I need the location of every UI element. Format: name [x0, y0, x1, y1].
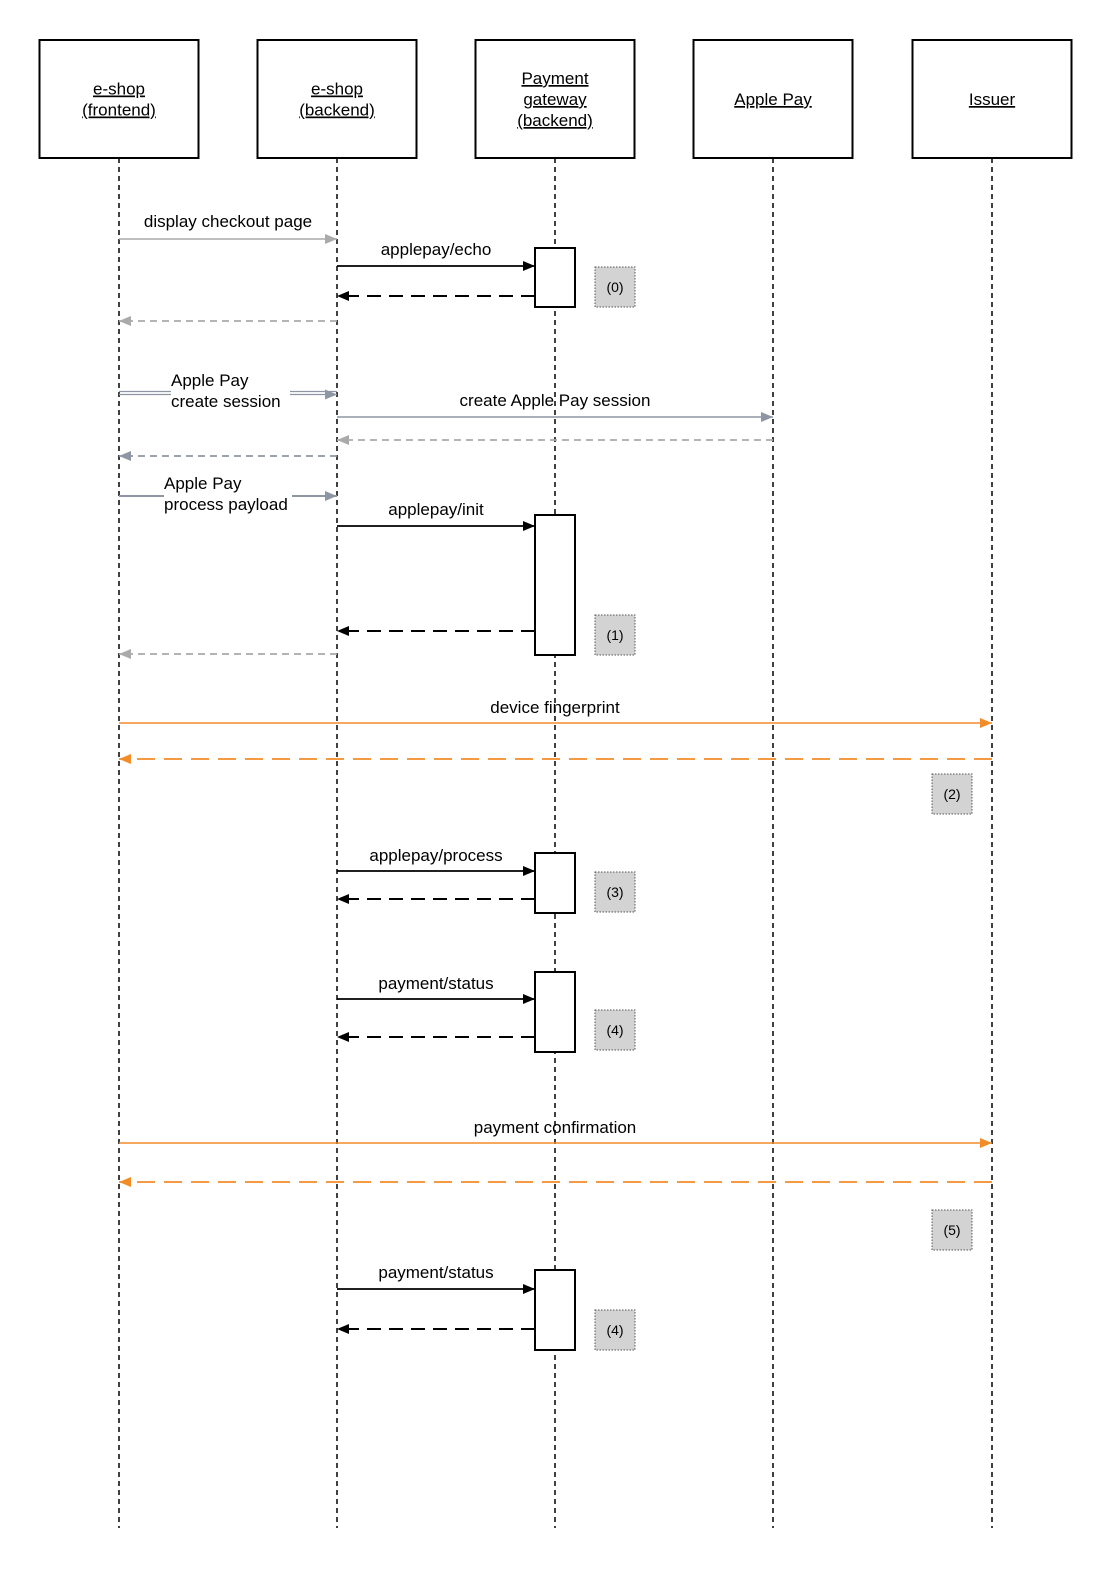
message-arrow: applepay/echo [337, 240, 535, 271]
message-label: payment/status [378, 1263, 493, 1282]
message-arrow: payment/status [337, 1263, 535, 1294]
message-arrow: Apple Pay process payload [119, 474, 337, 514]
note-label: (2) [943, 786, 960, 802]
message-arrow: payment/status [337, 974, 535, 1004]
message-label: applepay/init [388, 500, 484, 519]
participant-backend: e-shop (backend) [256, 39, 418, 159]
note-label: (4) [606, 1022, 623, 1038]
note-box [594, 266, 636, 308]
message-label: Apple Pay [164, 474, 242, 493]
note-box [931, 773, 973, 815]
note-label: (5) [943, 1222, 960, 1238]
participant-box [474, 39, 636, 159]
note-box [594, 1309, 636, 1351]
note-label: (3) [606, 884, 623, 900]
participant-box [692, 39, 854, 159]
message-arrow: applepay/process [337, 846, 535, 876]
message-arrow: create Apple Pay session [337, 391, 773, 422]
note-badge: (2) [931, 773, 973, 815]
message-label: device fingerprint [490, 698, 620, 717]
participant-label: (frontend) [82, 101, 156, 120]
participant-box [256, 39, 418, 159]
message-label: payment/status [378, 974, 493, 993]
participant-label: Apple Pay [734, 90, 812, 109]
participant-label: (backend) [299, 101, 375, 120]
activation-bar [534, 514, 576, 656]
activation-bar [534, 247, 576, 308]
message-arrow: applepay/init [337, 500, 535, 531]
note-badge: (3) [594, 871, 636, 913]
activation-bars [534, 247, 576, 1351]
activation-bar [534, 1269, 576, 1351]
participant-box [911, 39, 1073, 159]
participant-label: (backend) [517, 111, 593, 130]
participant-label: e-shop [311, 80, 363, 99]
participant-frontend: e-shop (frontend) [38, 39, 200, 159]
message-arrow: payment confirmation [119, 1118, 992, 1148]
note-box [594, 1009, 636, 1051]
message-label: create session [171, 392, 281, 411]
participant-label: Issuer [969, 90, 1016, 109]
note-badge: (5) [931, 1209, 973, 1251]
participant-issuer: Issuer [911, 39, 1073, 159]
participant-applepay: Apple Pay [692, 39, 854, 159]
lifelines [118, 158, 993, 1528]
participant-label: Payment [521, 69, 588, 88]
message-label: display checkout page [144, 212, 312, 231]
activation-bar [534, 971, 576, 1053]
message-arrow: device fingerprint [119, 698, 992, 728]
note-label: (1) [606, 627, 623, 643]
message-label: create Apple Pay session [460, 391, 651, 410]
participant-gateway: Payment gateway (backend) [474, 39, 636, 159]
note-label: (4) [606, 1322, 623, 1338]
note-badge: (4) [594, 1309, 636, 1351]
message-arrow: display checkout page [119, 212, 337, 244]
note-badge: (0) [594, 266, 636, 308]
note-badge: (1) [594, 614, 636, 656]
note-box [594, 614, 636, 656]
participant-label: e-shop [93, 80, 145, 99]
activation-bar [534, 852, 576, 914]
message-label: process payload [164, 495, 288, 514]
participant-label: gateway [523, 90, 587, 109]
message-label: applepay/process [369, 846, 502, 865]
message-label: applepay/echo [381, 240, 492, 259]
message-label: Apple Pay [171, 371, 249, 390]
message-label: payment confirmation [474, 1118, 637, 1137]
note-box [594, 871, 636, 913]
message-arrow: Apple Pay create session [119, 371, 337, 411]
messages: display checkout page applepay/echoApple … [119, 212, 992, 1334]
note-box [931, 1209, 973, 1251]
note-badge: (4) [594, 1009, 636, 1051]
note-label: (0) [606, 279, 623, 295]
notes: (0) (1) (2) (3) (4) (5) (4) [594, 266, 973, 1351]
participant-box [38, 39, 200, 159]
participants: e-shop (frontend) e-shop (backend) Payment ga… [38, 39, 1073, 159]
